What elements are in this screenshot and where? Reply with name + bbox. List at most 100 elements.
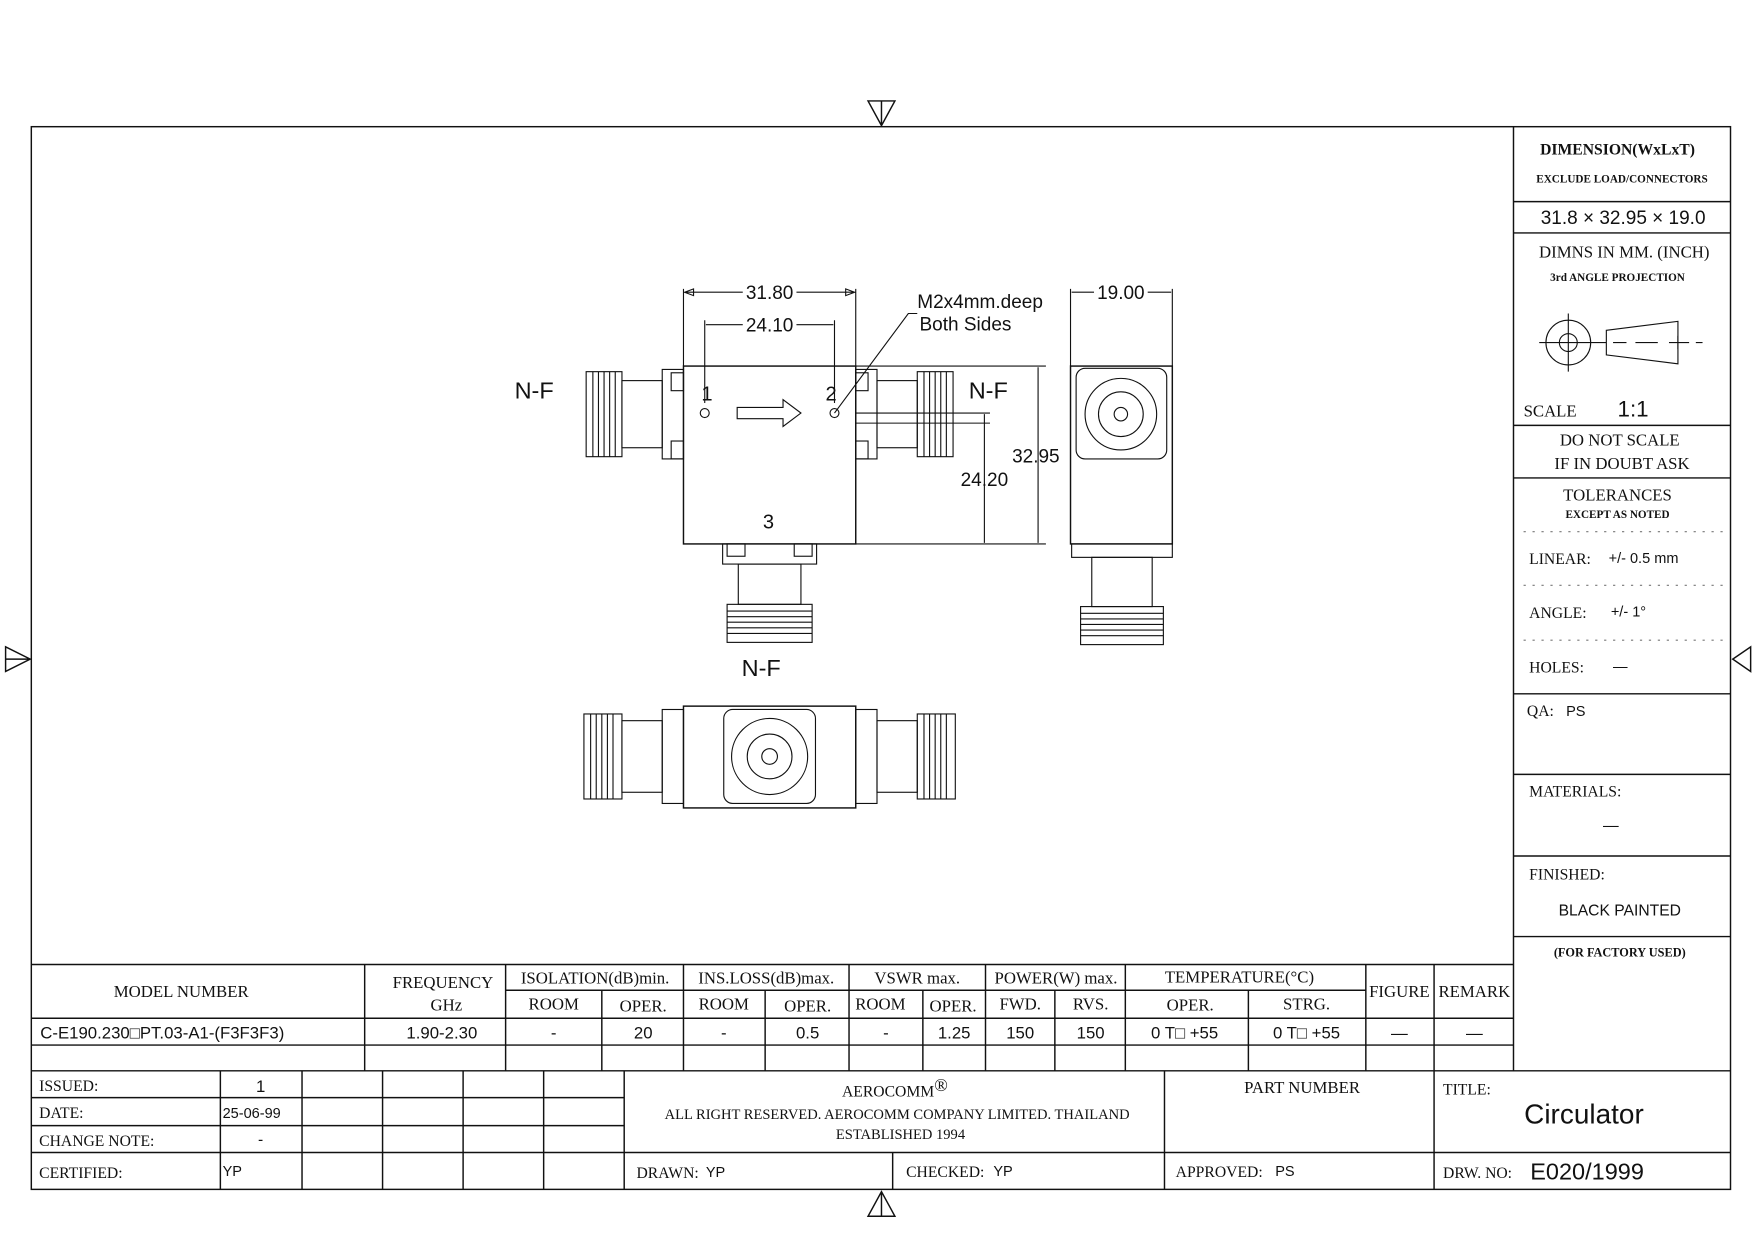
no-scale-note-2: IF IN DOUBT ASK [1554,454,1689,473]
header-frequency-unit: GHz [430,995,462,1014]
cell-vswr-room: - [883,1023,889,1042]
centering-marks [4,100,1752,1217]
connector-bottom-label: N-F [742,655,781,681]
cell-temp-strg: 0 T□ +55 [1273,1023,1340,1042]
dimension-subtitle: EXCLUDE LOAD/CONNECTORS [1536,174,1707,186]
port-1-label: 1 [701,384,712,406]
tolerances-subtitle: EXCEPT AS NOTED [1565,509,1669,521]
change-note-value: - [258,1132,263,1149]
drawing-number-label: DRW. NO: [1443,1165,1512,1182]
scale-value: 1:1 [1618,396,1649,421]
title-block: ISSUED: 1 DATE: 25-06-99 CHANGE NOTE: - … [31,1070,1731,1190]
holes-value: — [1613,659,1628,675]
rights-text: ALL RIGHT RESERVED. AEROCOMM COMPANY LIM… [665,1107,1130,1123]
mounting-hole [699,408,710,419]
company-name: AEROCOMM® [842,1075,948,1101]
header-figure: FIGURE [1369,982,1430,1001]
drawn-value: YP [706,1165,725,1181]
header-frequency: FREQUENCY [393,973,494,992]
direction-arrow-icon [736,398,802,428]
cell-remark: — [1466,1023,1483,1042]
dimension-value: 31.8 × 32.95 × 19.0 [1541,208,1706,229]
cell-model: C-E190.230□PT.03-A1-(F3F3F3) [40,1023,284,1042]
checked-value: YP [993,1164,1012,1180]
approved-value: PS [1275,1164,1295,1180]
header-temp-strg: STRG. [1283,994,1330,1013]
side-view [1069,365,1174,646]
dim-length: 32.95 [1012,446,1060,467]
header-insloss-oper: OPER. [784,997,831,1016]
linear-value: +/- 0.5 mm [1609,551,1679,567]
materials-label: MATERIALS: [1529,784,1621,801]
issued-value: 1 [256,1077,265,1096]
checked-label: CHECKED: [906,1164,984,1181]
date-label: DATE: [39,1105,83,1122]
date-value: 25-06-99 [223,1106,281,1122]
dimension-lines [682,288,1173,545]
hole-note-1: M2x4mm.deep [917,292,1043,313]
bottom-view [583,705,956,809]
port-2-label: 2 [826,384,837,406]
drawn-label: DRAWN: [636,1165,698,1182]
cell-power-fwd: 150 [1006,1023,1034,1042]
drawing-frame [30,125,1732,1191]
left-connector [585,368,685,460]
qa-value: PS [1566,704,1586,720]
tolerances-title: TOLERANCES [1563,485,1672,504]
established-text: ESTABLISHED 1994 [836,1127,966,1143]
header-vswr-oper: OPER. [930,997,977,1016]
header-temperature: TEMPERATURE(°C) [1165,967,1314,986]
table-row: C-E190.230□PT.03-A1-(F3F3F3) 1.90-2.30 -… [40,1023,1483,1042]
header-insloss-room: ROOM [699,994,749,1013]
dim-width: 31.80 [746,283,794,304]
hole-note-2: Both Sides [920,314,1012,335]
spec-table: MODEL NUMBER FREQUENCY GHz ISOLATION(dB)… [31,963,1731,1072]
cell-vswr-oper: 1.25 [938,1023,971,1042]
cell-isolation-oper: 20 [634,1023,653,1042]
title-value: Circulator [1524,1098,1644,1129]
header-isolation-room: ROOM [529,994,579,1013]
bottom-connector [722,543,818,643]
header-insloss: INS.LOSS(dB)max. [698,969,834,988]
mounting-hole [829,408,840,419]
header-vswr-room: ROOM [855,994,905,1013]
linear-label: LINEAR: [1529,551,1591,568]
certified-label: CERTIFIED: [39,1165,122,1182]
header-vswr: VSWR max. [874,969,960,988]
approved-label: APPROVED: [1176,1164,1263,1181]
part-number-label: PART NUMBER [1244,1078,1361,1097]
dimension-title: DIMENSION(WxLxT) [1540,142,1695,159]
connector-right-label: N-F [969,378,1008,404]
change-note-label: CHANGE NOTE: [39,1133,154,1150]
materials-value: — [1603,817,1619,834]
connector-left-label: N-F [515,378,554,404]
right-connector [855,368,954,460]
header-isolation-oper: OPER. [620,997,667,1016]
finished-value: BLACK PAINTED [1559,902,1681,919]
angle-value: +/- 1° [1611,605,1646,621]
no-scale-note-1: DO NOT SCALE [1560,430,1680,449]
third-angle-projection-icon [1539,313,1703,372]
sidebar-panel: DIMENSION(WxLxT) EXCLUDE LOAD/CONNECTORS… [1512,126,1731,1071]
header-remark: REMARK [1438,982,1510,1001]
header-model: MODEL NUMBER [114,982,250,1001]
finished-label: FINISHED: [1529,867,1605,884]
header-power-fwd: FWD. [999,994,1040,1013]
circulator-drawing: 1 2 3 N-F N-F N-F 31.80 24.10 19.00 32.9… [515,279,1174,809]
cell-isolation-room: - [551,1023,557,1042]
units-label: DIMNS IN MM. (INCH) [1539,243,1709,262]
header-isolation: ISOLATION(dB)min. [521,969,670,988]
dim-port-offset: 24.20 [961,470,1009,491]
cell-temp-oper: 0 T□ +55 [1151,1023,1218,1042]
dim-hole-spacing: 24.10 [746,315,794,336]
issued-label: ISSUED: [39,1078,98,1095]
cell-power-rvs: 150 [1077,1023,1105,1042]
cell-insloss-oper: 0.5 [796,1023,819,1042]
cell-figure: — [1391,1023,1408,1042]
qa-label: QA: [1527,703,1554,720]
header-power: POWER(W) max. [995,969,1118,988]
company-name-text: AEROCOMM [842,1084,934,1101]
projection-label: 3rd ANGLE PROJECTION [1550,272,1685,284]
title-label: TITLE: [1443,1081,1491,1098]
